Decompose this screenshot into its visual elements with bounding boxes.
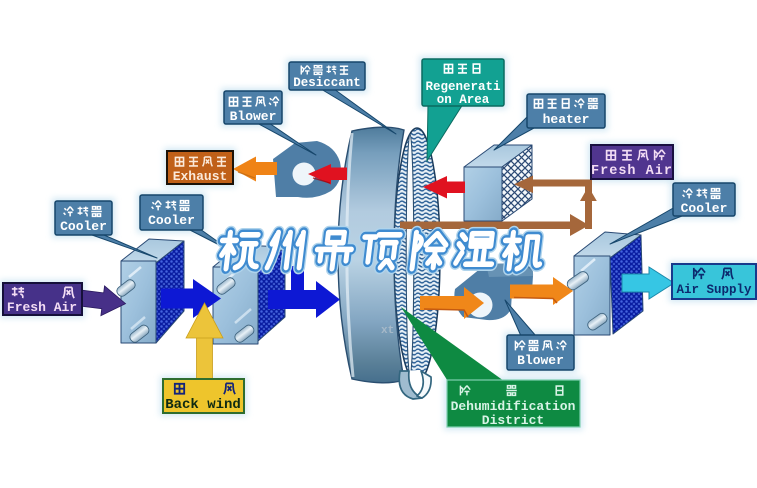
svg-text:District: District [482,413,544,428]
svg-text:heater: heater [543,112,590,127]
svg-text:xt: xt [381,325,394,337]
svg-text:Dehumidification: Dehumidification [451,399,576,414]
svg-text:on Area: on Area [437,93,490,107]
svg-text:Regenerati: Regenerati [425,80,500,94]
svg-text:Exhaust: Exhaust [173,169,228,184]
svg-text:Blower: Blower [230,109,277,124]
svg-text:Air Supply: Air Supply [676,283,752,297]
svg-text:Fresh Air: Fresh Air [7,300,77,315]
svg-text:Cooler: Cooler [60,219,107,234]
svg-text:Back wind: Back wind [165,397,241,413]
svg-text:Fresh Air: Fresh Air [591,164,673,179]
svg-text:Cooler: Cooler [681,201,728,216]
svg-text:Cooler: Cooler [148,213,195,228]
svg-text:Desiccant: Desiccant [293,76,361,90]
svg-text:Blower: Blower [517,353,564,368]
